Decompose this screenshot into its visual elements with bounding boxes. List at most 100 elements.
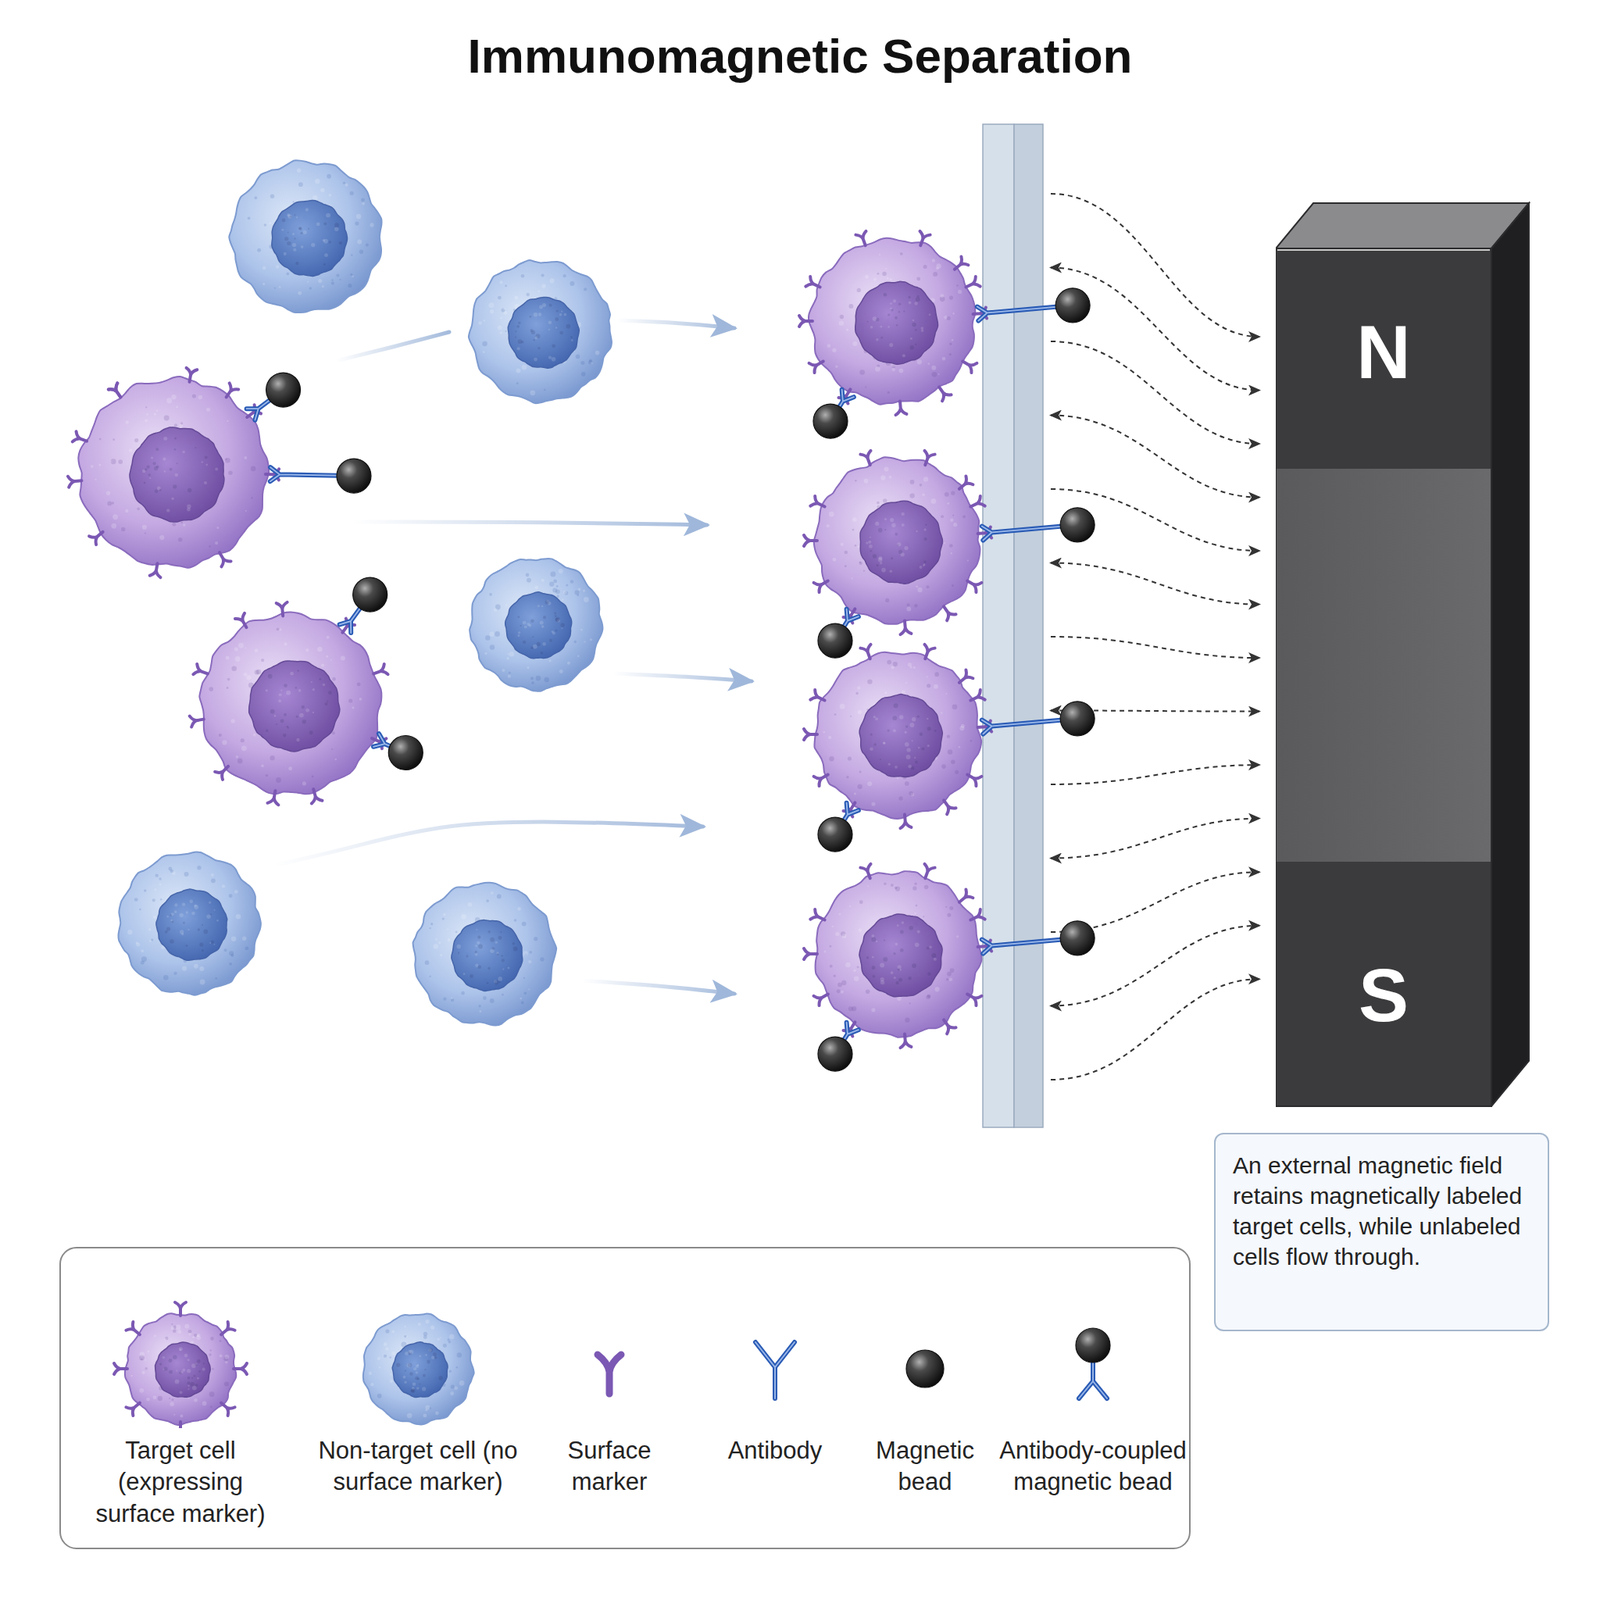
- antibody: [755, 1342, 795, 1399]
- cell-texture: [939, 293, 944, 298]
- cell-texture: [159, 883, 162, 886]
- nucleus-texture: [880, 980, 885, 985]
- pole-label: N: [1275, 307, 1492, 397]
- cell-texture: [906, 607, 911, 612]
- cell-texture: [450, 1391, 454, 1396]
- nucleus-texture: [925, 524, 927, 526]
- cell-texture: [350, 273, 353, 276]
- nucleus-texture: [213, 909, 215, 911]
- cell-texture: [193, 964, 199, 969]
- cell-texture: [565, 583, 568, 586]
- cell-texture: [225, 656, 230, 661]
- nucleus-texture: [565, 324, 571, 329]
- magnet-edge-highlight: [1277, 249, 1490, 251]
- nucleus-texture: [521, 340, 525, 344]
- nucleus-texture: [911, 717, 916, 722]
- surface-marker: [192, 664, 210, 679]
- surface-marker: [899, 814, 911, 829]
- nucleus-texture: [871, 965, 876, 970]
- nucleus-texture: [409, 1350, 414, 1354]
- title: Immunomagnetic Separation: [0, 28, 1600, 84]
- cell-texture: [385, 1346, 389, 1350]
- cell-texture: [521, 274, 525, 279]
- cell-texture: [949, 977, 953, 981]
- cell-texture: [425, 960, 430, 965]
- nucleus-texture: [267, 674, 273, 679]
- cell-texture: [508, 671, 511, 675]
- nucleus-texture: [875, 338, 879, 341]
- cell-texture: [345, 183, 349, 187]
- antibody-highlight: [839, 389, 854, 408]
- nucleus-texture: [172, 1354, 178, 1360]
- nucleus-texture: [457, 951, 460, 954]
- nucleus-texture: [912, 319, 915, 322]
- nucleus-texture: [208, 901, 211, 904]
- cell-texture: [121, 527, 125, 532]
- cell-texture: [832, 925, 834, 928]
- nucleus-texture: [283, 713, 287, 717]
- nucleus-texture: [875, 717, 879, 721]
- nucleus-texture: [921, 747, 925, 751]
- nucleus-texture: [489, 949, 494, 954]
- cell-texture: [834, 713, 837, 716]
- cell-texture: [276, 627, 280, 631]
- nucleus: [249, 660, 340, 752]
- cell-texture: [483, 319, 486, 322]
- surface-marker: [920, 450, 936, 468]
- cell-texture: [225, 458, 227, 461]
- cell-texture: [490, 891, 494, 895]
- cell-texture: [914, 912, 917, 915]
- cell-texture: [844, 564, 847, 568]
- surface-marker: [934, 383, 951, 401]
- cell-texture: [563, 274, 567, 278]
- cell-texture: [956, 935, 959, 938]
- cell-texture: [852, 341, 858, 347]
- surface-marker: [217, 1321, 236, 1340]
- nucleus-texture: [896, 324, 898, 326]
- nucleus-texture: [187, 488, 192, 493]
- cell-texture: [931, 498, 937, 504]
- nucleus-texture: [164, 470, 166, 472]
- cell-texture: [153, 888, 157, 891]
- nucleus-texture: [537, 346, 540, 350]
- nucleus-texture: [175, 462, 178, 465]
- nucleus-texture: [287, 232, 290, 234]
- nucleus-texture: [407, 1363, 412, 1368]
- surface-marker: [960, 356, 978, 373]
- cell-texture: [919, 483, 923, 487]
- cell-texture: [240, 738, 245, 743]
- surface-marker: [899, 1033, 911, 1048]
- cell-texture: [227, 678, 231, 682]
- nucleus-texture: [560, 310, 563, 313]
- nucleus-texture: [187, 928, 190, 931]
- nucleus-texture: [204, 456, 208, 460]
- cell-texture: [383, 1342, 388, 1347]
- cell-texture: [139, 1351, 145, 1357]
- target-cell: [189, 577, 424, 805]
- nucleus-texture: [170, 919, 173, 922]
- cell-texture: [516, 382, 519, 385]
- cell-texture: [945, 692, 947, 695]
- nucleus-texture: [299, 713, 304, 718]
- cell-texture: [224, 1382, 229, 1387]
- nucleus-texture: [409, 1371, 413, 1375]
- cell-texture: [967, 559, 969, 561]
- nucleus-texture: [404, 1351, 409, 1356]
- cell-texture: [235, 914, 241, 919]
- nucleus-texture: [182, 921, 186, 925]
- nucleus-texture: [475, 953, 479, 957]
- legend-icon: [689, 1279, 861, 1429]
- cell-texture: [357, 239, 362, 245]
- cell-texture: [128, 448, 133, 452]
- nucleus-texture: [310, 681, 313, 683]
- nucleus-texture: [298, 226, 302, 230]
- cell-texture: [171, 1398, 174, 1401]
- nucleus-texture: [303, 230, 308, 235]
- cell-texture: [583, 287, 587, 291]
- nucleus-texture: [898, 303, 901, 306]
- cell-texture: [332, 731, 336, 735]
- cell-texture: [247, 216, 251, 220]
- cell-texture: [225, 1360, 229, 1365]
- nucleus-texture: [307, 228, 310, 230]
- nucleus-texture: [911, 322, 917, 328]
